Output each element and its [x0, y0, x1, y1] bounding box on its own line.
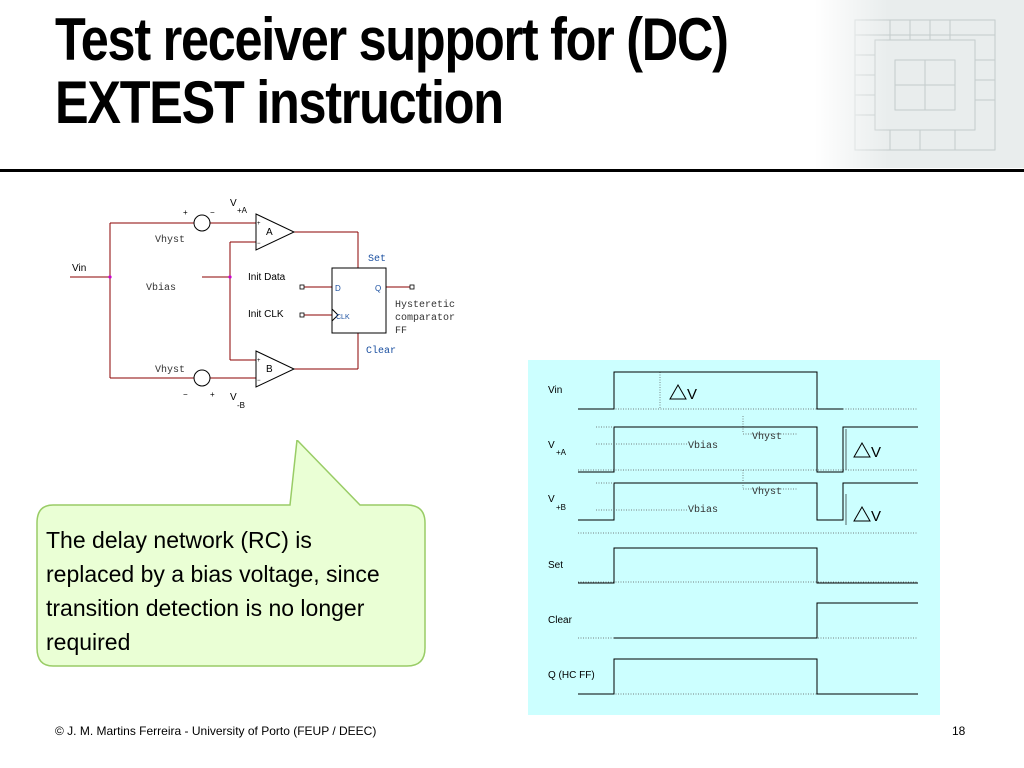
delta-v-va: V — [853, 441, 881, 461]
page-number: 18 — [952, 724, 966, 738]
row-va-label: V — [548, 440, 555, 451]
wave-q — [578, 658, 918, 695]
timing-vbias-a: Vbias — [688, 440, 718, 452]
title-divider — [0, 169, 1024, 172]
delta-v-label-3: V — [871, 508, 881, 525]
va-sub: +A — [237, 206, 248, 215]
clear-label: Clear — [366, 345, 396, 357]
footer-credit: © J. M. Martins Ferreira - University of… — [55, 724, 377, 738]
init-data-label: Init Data — [248, 272, 286, 283]
vhyst-bottom-label: Vhyst — [155, 364, 185, 376]
ff-caption-1: Hysteretic — [395, 299, 455, 311]
voltage-source-top — [193, 214, 211, 232]
source-bottom-minus: − — [183, 390, 188, 399]
comp-a-minus: − — [257, 241, 261, 247]
source-top-plus: + — [183, 208, 188, 217]
row-set-label: Set — [548, 560, 563, 571]
timing-diagram: Vin V +A V +B Set Clear Q (HC FF) Vbias … — [548, 371, 918, 695]
voltage-source-bottom — [193, 369, 211, 387]
vin-label: Vin — [72, 263, 86, 274]
ff-q-label: Q — [375, 284, 381, 293]
vb-main: V — [230, 392, 237, 403]
set-label: Set — [368, 254, 386, 265]
comparator-a — [255, 213, 296, 251]
ff-d-label: D — [335, 284, 341, 293]
comp-b-label: B — [266, 364, 273, 375]
source-bottom-plus: + — [210, 390, 215, 399]
wave-set — [578, 547, 918, 584]
callout-bubble — [36, 440, 426, 667]
wave-clear — [614, 602, 918, 639]
slide-title: Test receiver support for (DC) EXTEST in… — [55, 8, 811, 134]
wave-vb — [578, 482, 918, 521]
init-clk-label: Init CLK — [248, 309, 284, 320]
timing-vhyst-a: Vhyst — [752, 431, 782, 443]
delta-v-vb: V — [853, 505, 881, 525]
va-main: V — [230, 198, 237, 209]
delta-v-label-2: V — [871, 444, 881, 461]
comp-a-plus: + — [257, 221, 261, 227]
vbias-label: Vbias — [146, 282, 176, 294]
waveforms — [578, 371, 918, 695]
vhyst-top-label: Vhyst — [155, 234, 185, 246]
flip-flop — [331, 267, 387, 334]
circuit-wires — [70, 222, 410, 379]
comp-b-plus: + — [257, 358, 261, 364]
comparator-b — [255, 350, 296, 388]
wave-vin — [578, 371, 843, 410]
vb-sub: -B — [237, 401, 245, 410]
title-line-1: Test receiver support for (DC) — [55, 6, 729, 73]
timing-vhyst-b: Vhyst — [752, 486, 782, 498]
delta-v-vin: V — [669, 383, 697, 403]
row-va-sub: +A — [556, 448, 567, 457]
title-line-2: EXTEST instruction — [55, 69, 504, 136]
delta-v-label-1: V — [687, 386, 697, 403]
callout-text: The delay network (RC) is replaced by a … — [46, 527, 380, 655]
row-vin-label: Vin — [548, 385, 562, 396]
wave-va — [578, 426, 918, 473]
row-q-label: Q (HC FF) — [548, 670, 595, 681]
timing-diagram-panel: Vin V +A V +B Set Clear Q (HC FF) Vbias … — [528, 360, 940, 715]
comp-a-label: A — [266, 227, 273, 238]
timing-vbias-b: Vbias — [688, 504, 718, 516]
ff-clk-label: CLK — [336, 314, 350, 321]
circuit-schematic: Vin Vbias Vhyst Vhyst + − − + + − + − A … — [70, 198, 455, 410]
row-vb-sub: +B — [556, 503, 566, 512]
comp-b-minus: − — [257, 378, 261, 384]
ff-caption-2: comparator — [395, 313, 455, 324]
row-clear-label: Clear — [548, 615, 573, 626]
chip-background-graphic — [815, 0, 1024, 168]
source-top-minus: − — [210, 208, 215, 217]
ff-caption-3: FF — [395, 326, 407, 337]
row-vb-label: V — [548, 494, 555, 505]
